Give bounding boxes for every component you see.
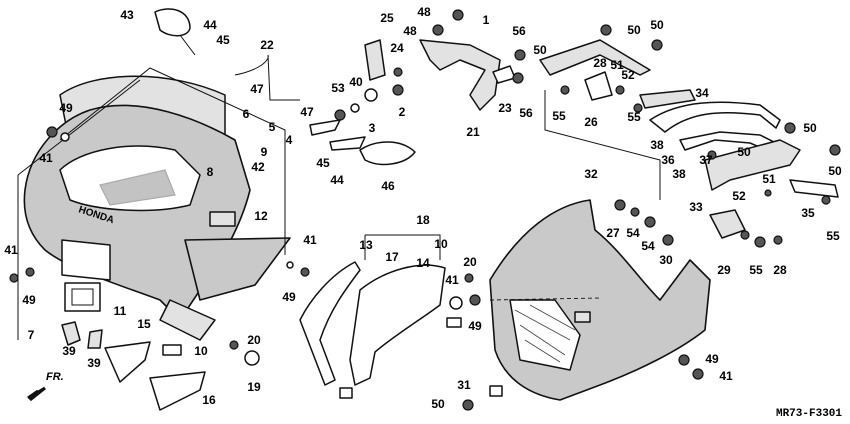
callout-49: 49: [705, 352, 719, 366]
callout-40: 40: [349, 75, 363, 89]
callout-38: 38: [672, 167, 686, 181]
callout-49: 49: [59, 101, 73, 115]
callout-31: 31: [457, 378, 471, 392]
callout-1: 1: [482, 13, 490, 27]
callout-16: 16: [202, 393, 216, 407]
callout-26: 26: [584, 115, 598, 129]
lower-cowl: [489, 199, 711, 401]
callout-51: 51: [762, 172, 776, 186]
callout-33: 33: [689, 200, 703, 214]
callout-17: 17: [385, 250, 399, 264]
callout-2: 2: [398, 105, 406, 119]
callout-48: 48: [417, 5, 431, 19]
callout-27: 27: [606, 226, 620, 240]
callout-44: 44: [203, 18, 217, 32]
callout-41: 41: [445, 273, 459, 287]
front-direction-label: FR.: [46, 371, 64, 383]
callout-11: 11: [113, 304, 127, 318]
callout-46: 46: [381, 179, 395, 193]
front-arrow-icon: [27, 386, 46, 402]
callout-36: 36: [661, 153, 675, 167]
callout-49: 49: [282, 290, 296, 304]
callout-8: 8: [206, 165, 214, 179]
callout-56: 56: [519, 106, 533, 120]
callout-54: 54: [641, 239, 655, 253]
callout-55: 55: [749, 263, 763, 277]
callout-34: 34: [695, 86, 709, 100]
callout-42: 42: [251, 160, 265, 174]
callout-30: 30: [659, 253, 673, 267]
callout-19: 19: [247, 380, 261, 394]
callout-47: 47: [300, 105, 314, 119]
callout-10: 10: [434, 237, 448, 251]
meter-stay-brackets: [309, 9, 526, 166]
callout-45: 45: [316, 156, 330, 170]
callout-23: 23: [498, 101, 512, 115]
callout-51: 51: [610, 58, 624, 72]
callout-49: 49: [22, 293, 36, 307]
callout-43: 43: [120, 8, 134, 22]
callout-50: 50: [828, 164, 842, 178]
callout-4: 4: [285, 133, 293, 147]
callout-29: 29: [717, 263, 731, 277]
callout-41: 41: [4, 243, 18, 257]
callout-20: 20: [247, 333, 261, 347]
callout-48: 48: [403, 24, 417, 38]
callout-49: 49: [468, 319, 482, 333]
callout-41: 41: [39, 151, 53, 165]
callout-50: 50: [431, 397, 445, 411]
callout-24: 24: [390, 41, 404, 55]
callout-50: 50: [650, 18, 664, 32]
callout-13: 13: [359, 238, 373, 252]
callout-55: 55: [826, 229, 840, 243]
callout-14: 14: [416, 256, 430, 270]
callout-50: 50: [627, 23, 641, 37]
callout-41: 41: [303, 233, 317, 247]
callout-38: 38: [650, 138, 664, 152]
upper-cowl: HONDA: [23, 75, 291, 341]
callout-21: 21: [466, 125, 480, 139]
inner-panels: [299, 234, 462, 399]
callout-3: 3: [368, 121, 376, 135]
callout-50: 50: [803, 121, 817, 135]
callout-41: 41: [719, 369, 733, 383]
callout-15: 15: [137, 317, 151, 331]
callout-6: 6: [242, 107, 250, 121]
callout-37: 37: [699, 153, 713, 167]
callout-9: 9: [260, 145, 268, 159]
callout-39: 39: [87, 356, 101, 370]
callout-39: 39: [62, 344, 76, 358]
callout-20: 20: [463, 255, 477, 269]
callout-53: 53: [331, 81, 345, 95]
side-stays: [539, 24, 841, 380]
callout-25: 25: [380, 11, 394, 25]
callout-56: 56: [512, 24, 526, 38]
callout-44: 44: [330, 173, 344, 187]
callout-22: 22: [260, 38, 274, 52]
callout-7: 7: [27, 328, 35, 342]
callout-10: 10: [194, 344, 208, 358]
callout-54: 54: [626, 226, 640, 240]
callout-55: 55: [627, 110, 641, 124]
callout-28: 28: [593, 56, 607, 70]
callout-32: 32: [584, 167, 598, 181]
callout-12: 12: [254, 209, 268, 223]
callout-28: 28: [773, 263, 787, 277]
callout-50: 50: [737, 145, 751, 159]
mirror: [154, 8, 196, 56]
callout-52: 52: [621, 68, 635, 82]
callout-45: 45: [216, 33, 230, 47]
callout-35: 35: [801, 206, 815, 220]
drawing-code: MR73-F3301: [775, 408, 842, 420]
callout-47: 47: [250, 82, 264, 96]
callout-52: 52: [732, 189, 746, 203]
callout-55: 55: [552, 109, 566, 123]
callout-18: 18: [416, 213, 430, 227]
callout-50: 50: [533, 43, 547, 57]
callout-5: 5: [268, 120, 276, 134]
